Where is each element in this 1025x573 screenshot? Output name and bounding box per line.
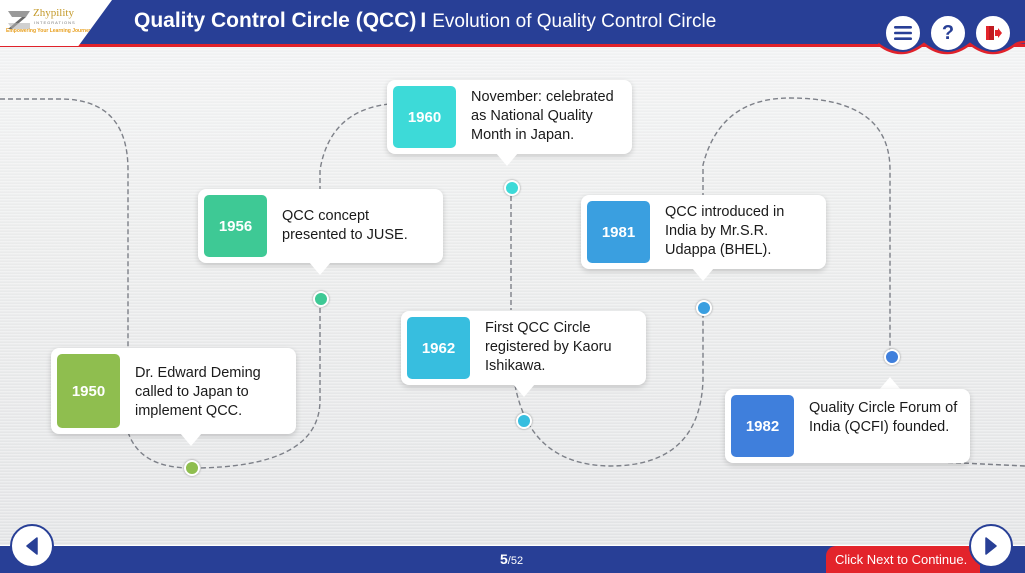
logo-mark-icon (8, 11, 30, 29)
event-text: Dr. Edward Deming called to Japan to imp… (135, 365, 261, 419)
year-badge: 1981 (587, 201, 650, 263)
event-text: November: celebrated as National Quality… (471, 89, 614, 143)
card-pointer (513, 384, 535, 397)
logo-name: Zhypility (33, 7, 74, 19)
continue-hint: Click Next to Continue. (826, 546, 980, 573)
event-text: First QCC Circle registered by Kaoru Ish… (485, 320, 612, 374)
timeline-node-1960 (504, 180, 520, 196)
logo-tagline: Empowering Your Learning Journey (6, 28, 92, 34)
course-title: Quality Control Circle (QCC) (134, 9, 417, 32)
menu-button[interactable] (884, 14, 922, 52)
year-badge: 1982 (731, 395, 794, 457)
question-icon: ? (941, 21, 955, 44)
help-button[interactable]: ? (929, 14, 967, 52)
year-badge: 1950 (57, 354, 120, 428)
topic-title: Evolution of Quality Control Circle (432, 11, 717, 32)
exit-door-icon (986, 26, 1002, 40)
event-text: QCC introduced in India by Mr.S.R. Udapp… (665, 204, 785, 258)
page-current: 5 (500, 551, 508, 567)
year-badge: 1956 (204, 195, 267, 257)
page-indicator: 5/52 (500, 551, 523, 567)
event-text: QCC concept presented to JUSE. (282, 208, 408, 243)
timeline-node-1956 (313, 291, 329, 307)
page-total: /52 (507, 555, 524, 567)
next-arrow-icon (985, 537, 997, 555)
previous-button[interactable] (10, 524, 54, 568)
timeline-card-1960: 1960 November: celebrated as National Qu… (387, 80, 632, 154)
timeline-card-1956: 1956 QCC concept presented to JUSE. (198, 189, 443, 263)
header-accent-line (0, 44, 1025, 47)
card-pointer (309, 262, 331, 275)
card-pointer (180, 433, 202, 446)
title-separator: I (420, 9, 427, 32)
timeline-node-1982 (884, 349, 900, 365)
timeline-node-1950 (184, 460, 200, 476)
timeline-node-1981 (696, 300, 712, 316)
card-pointer (692, 268, 714, 281)
timeline-card-1982: 1982 Quality Circle Forum of India (QCFI… (725, 389, 970, 463)
menu-icon (894, 26, 912, 40)
next-button[interactable] (969, 524, 1013, 568)
timeline-card-1981: 1981 QCC introduced in India by Mr.S.R. … (581, 195, 826, 269)
timeline-card-1950: 1950 Dr. Edward Deming called to Japan t… (51, 348, 296, 434)
year-badge: 1962 (407, 317, 470, 379)
logo: Zhypility INTEGRATIONS Empowering Your L… (0, 0, 112, 46)
logo-subtitle: INTEGRATIONS (34, 20, 76, 25)
card-pointer (879, 377, 901, 390)
timeline-node-1962 (516, 413, 532, 429)
timeline-card-1962: 1962 First QCC Circle registered by Kaor… (401, 311, 646, 385)
year-badge: 1960 (393, 86, 456, 148)
header-bar (0, 0, 1025, 46)
card-pointer (496, 153, 518, 166)
previous-arrow-icon (26, 537, 38, 555)
footer-divider (0, 545, 1025, 546)
event-text: Quality Circle Forum of India (QCFI) fou… (809, 400, 958, 435)
exit-button[interactable] (974, 14, 1012, 52)
